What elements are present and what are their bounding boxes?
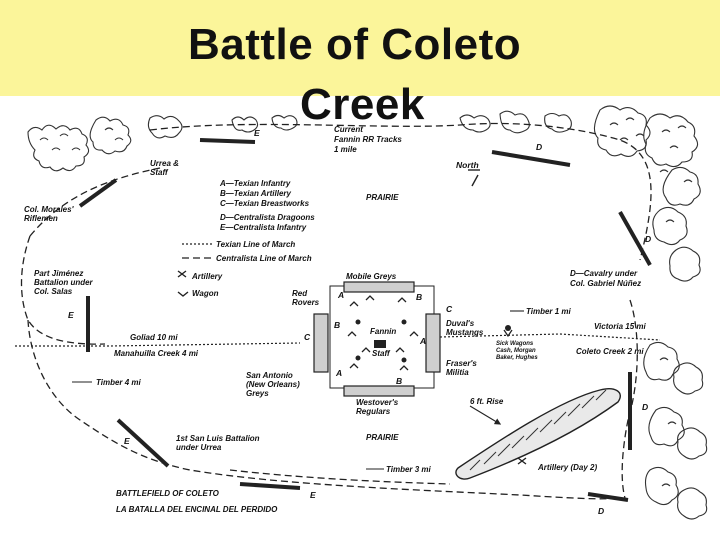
label-staff: Staff (372, 349, 391, 358)
marker-b-left: B (334, 320, 340, 330)
label-current: Current (334, 125, 363, 134)
unit-morales (78, 178, 118, 208)
label-prairie-top: PRAIRIE (366, 193, 399, 202)
legend-e: E—Centralista Infantry (220, 223, 307, 232)
label-battlefield-es: LA BATALLA DEL ENCINAL DEL PERDIDO (116, 505, 278, 514)
marker-d-right: D (642, 402, 648, 412)
sick-wagons-symbol (503, 325, 513, 338)
label-fraser-2: Militia (446, 368, 469, 377)
label-fraser-1: Fraser's (446, 359, 477, 368)
label-fannin: Fannin (370, 327, 396, 336)
label-cavalry-1: D—Cavalry under (570, 269, 638, 278)
label-duval-1: Duval's (446, 319, 475, 328)
label-fannin-rr: Fannin RR Tracks (334, 135, 402, 144)
label-victoria: Victoria 15 mi (594, 322, 647, 331)
label-manahuilla: Manahuilla Creek 4 mi (114, 349, 199, 358)
label-timber-1mi: Timber 1 mi (526, 307, 572, 316)
label-san-luis-1: 1st San Luis Battalion (176, 434, 260, 443)
marker-d-top: D (536, 142, 542, 152)
unit-d-top (491, 150, 571, 167)
unit-d-bottom (587, 492, 629, 502)
label-sick-3: Baker, Hughes (496, 355, 538, 361)
label-jimenez-1: Part Jiménez (34, 269, 83, 278)
north-arrow (468, 169, 480, 187)
label-artillery-day2: Artillery (Day 2) (537, 463, 597, 472)
label-timber-4mi: Timber 4 mi (96, 378, 142, 387)
unit-e-top (199, 138, 256, 144)
label-morales-1: Col. Morales' (24, 205, 75, 214)
label-timber-3mi: Timber 3 mi (386, 465, 432, 474)
label-mobile-greys: Mobile Greys (346, 272, 397, 281)
label-san-luis-2: under Urrea (176, 443, 222, 452)
unit-san-luis (116, 418, 170, 468)
marker-a-right: A (419, 336, 426, 346)
legend-artillery: Artillery (191, 272, 223, 281)
six-ft-rise-ridge (455, 388, 621, 480)
label-urrea-staff-2: Staff (150, 168, 169, 177)
page-title: Battle of Coleto (188, 20, 522, 69)
marker-e-top: E (254, 128, 260, 138)
legend-d: D—Centralista Dragoons (220, 213, 315, 222)
rise-arrow (469, 405, 502, 425)
texian-march-routes (15, 333, 661, 347)
artillery-symbol (177, 270, 187, 278)
label-sick-1: Sick Wagons (496, 341, 534, 347)
marker-b-bottom: B (396, 376, 402, 386)
legend-texian-march: Texian Line of March (216, 240, 295, 249)
label-coleto-creek: Coleto Creek 2 mi (576, 347, 644, 356)
marker-e-left: E (68, 310, 74, 320)
label-jimenez-2: Battalion under (34, 278, 94, 287)
label-north: North (456, 160, 479, 170)
label-jimenez-3: Col. Salas (34, 287, 73, 296)
legend-a: A—Texian Infantry (219, 179, 291, 188)
marker-e-bottom-left: E (124, 436, 130, 446)
marker-a-left: A (335, 368, 342, 378)
battle-map: Current Fannin RR Tracks 1 mile Urrea & … (15, 105, 708, 520)
label-red-rovers-2: Rovers (292, 298, 320, 307)
title-banner (0, 0, 720, 96)
marker-a-top: A (337, 290, 344, 300)
label-duval-2: Mustangs (446, 328, 484, 337)
label-prairie-bottom: PRAIRIE (366, 433, 399, 442)
marker-e-bottom: E (310, 490, 316, 500)
label-westover-2: Regulars (356, 407, 391, 416)
unit-bars (78, 138, 652, 502)
label-goliad: Goliad 10 mi (130, 333, 178, 342)
label-urrea-staff-1: Urrea & (150, 159, 179, 168)
label-one-mile: 1 mile (334, 145, 357, 154)
label-cavalry-2: Col. Gabriel Núñez (570, 279, 641, 288)
wagon-symbol (177, 291, 189, 297)
page-title-continued: Creek (300, 80, 425, 129)
label-westover-1: Westover's (356, 398, 399, 407)
label-six-ft-rise: 6 ft. Rise (470, 397, 504, 406)
marker-b-top: B (416, 292, 422, 302)
label-red-rovers-1: Red (292, 289, 308, 298)
label-sick-2: Cash, Morgan (496, 348, 536, 354)
label-sa-3: Greys (246, 389, 269, 398)
label-morales-2: Riflemen (24, 214, 58, 223)
label-sa-2: (New Orleans) (246, 380, 300, 389)
unit-cavalry (618, 211, 652, 266)
marker-d-cavalry: D (645, 234, 651, 244)
artillery-day2-symbol (517, 457, 527, 465)
label-battlefield-en: BATTLEFIELD OF COLETO (116, 489, 220, 498)
label-sa-1: San Antonio (246, 371, 293, 380)
unit-e-bottom (239, 482, 301, 490)
legend-c: C—Texian Breastworks (220, 199, 310, 208)
texian-square (313, 281, 441, 397)
marker-c-right: C (446, 304, 453, 314)
woods-clusters (27, 105, 708, 520)
marker-c-left: C (304, 332, 311, 342)
legend-centralista-march: Centralista Line of March (216, 254, 312, 263)
legend-b: B—Texian Artillery (220, 189, 292, 198)
legend-wagon: Wagon (192, 289, 219, 298)
marker-d-bottom: D (598, 506, 604, 516)
